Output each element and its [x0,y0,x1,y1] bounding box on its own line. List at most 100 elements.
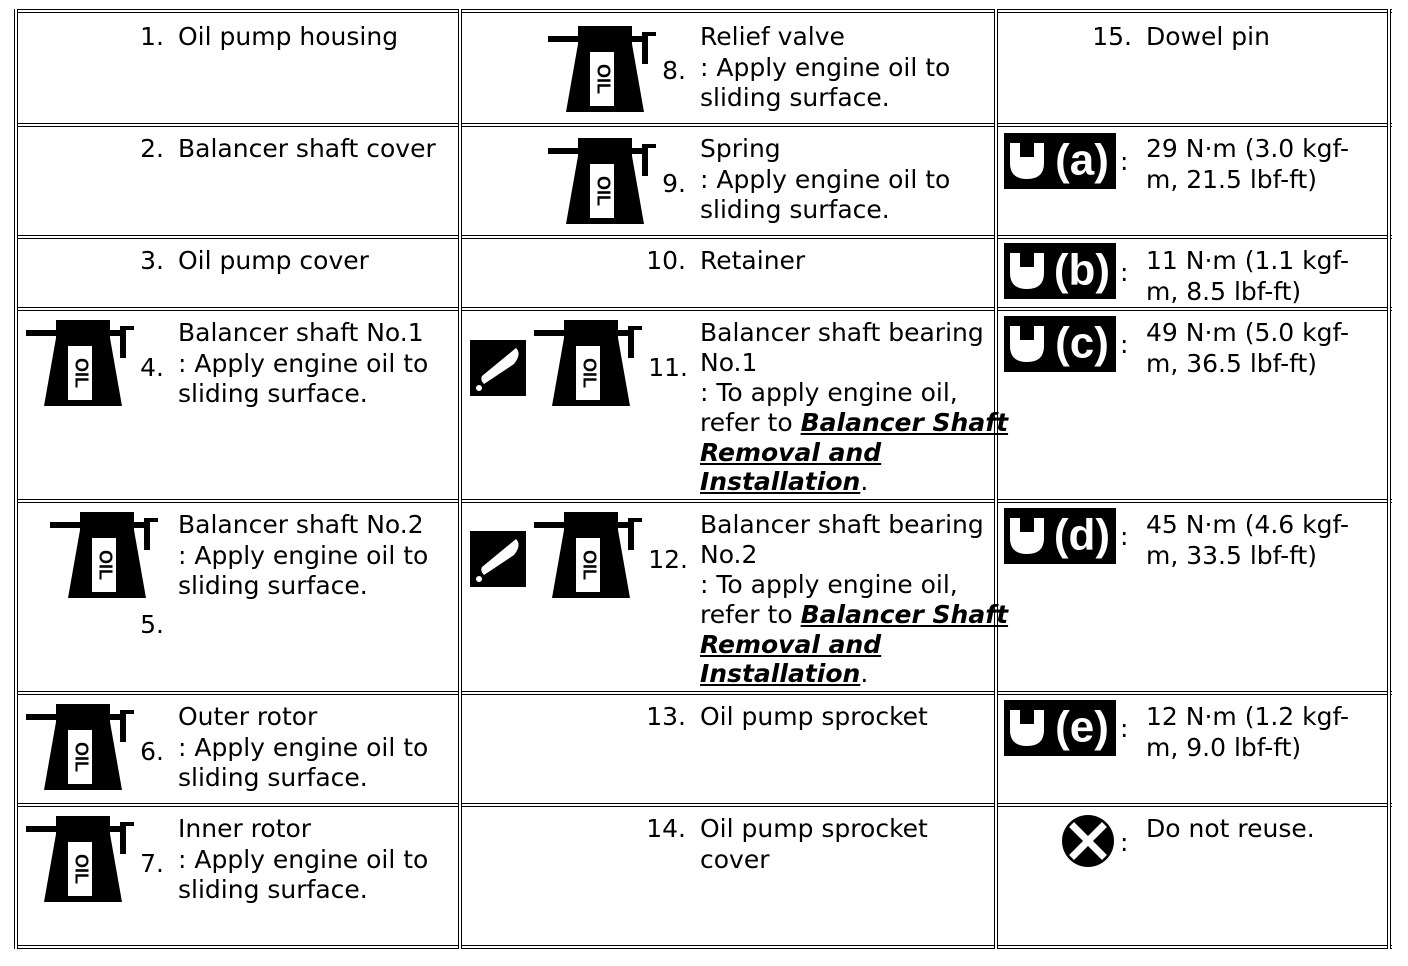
balancer-shaft-link[interactable]: Removal and [700,438,882,467]
item-label-line: 11 N·m (1.1 kgf- [1146,246,1349,275]
item-number: 9. [662,169,686,198]
balancer-shaft-link[interactable]: Removal and [700,630,882,659]
item-label-line: : Apply engine oil to [700,52,951,82]
table-rule [458,9,462,949]
balancer-shaft-link[interactable]: Balancer Shaft [800,408,1009,437]
item-label-line: sliding surface. [178,763,368,792]
item-label: Balancer shaft bearing No.2 : To apply e… [700,510,1008,688]
item-label: 12 N·m (1.2 kgf- m, 9.0 lbf-ft) [1146,702,1349,763]
item-label-line: m, 21.5 lbf-ft) [1146,164,1318,194]
item-number: 14. [646,814,686,843]
table-rule [1387,9,1391,949]
item-label-line: Balancer shaft cover [178,134,436,163]
item-label-line: 45 N·m (4.6 kgf- [1146,510,1349,539]
lubricant-spray-icon [470,340,526,396]
item-label-line: sliding surface. [700,83,890,112]
table-rule [14,691,1392,695]
oil-can-icon [534,510,646,602]
oil-can-icon [26,814,138,906]
item-label-line: Balancer shaft bearing [700,510,984,539]
item-label: Balancer shaft bearing No.1 : To apply e… [700,318,1008,496]
balancer-shaft-link[interactable]: Installation [700,467,861,496]
item-number: 1. [140,22,164,51]
item-label-line: Installation. [700,467,1008,496]
item-label-line: Removal and [700,630,1008,659]
item-number: 5. [140,610,164,639]
item-label-line: : To apply engine oil, [700,570,958,599]
item-label-line: sliding surface. [178,875,368,904]
balancer-shaft-link[interactable]: Installation [700,659,861,688]
table-rule [14,235,1392,239]
item-label-line: m, 36.5 lbf-ft) [1146,348,1318,378]
item-label-line: No.1 [700,348,758,377]
item-label-line: : Apply engine oil to [178,348,429,378]
item-label: Do not reuse. [1146,814,1315,845]
balancer-shaft-link[interactable]: Balancer Shaft [800,600,1009,629]
item-label: Oil pump sprocket [700,702,928,733]
item-number: 15. [1092,22,1132,51]
item-label: 29 N·m (3.0 kgf- m, 21.5 lbf-ft) [1146,134,1349,195]
item-label: Relief valve : Apply engine oil to slidi… [700,22,950,114]
item-number: 8. [662,56,686,85]
item-label-line: Oil pump sprocket [700,814,928,843]
torque-spec-letter: (e) [1055,703,1109,752]
item-label-line: Installation. [700,659,1008,688]
item-label-line: Do not reuse. [1146,814,1315,843]
torque-spec-letter: (c) [1055,319,1109,368]
item-label-line: : Apply engine oil to [178,844,429,874]
item-label: Inner rotor : Apply engine oil to slidin… [178,814,428,906]
item-label-line: m, 9.0 lbf-ft) [1146,732,1302,762]
item-number: 4. [140,353,164,382]
table-rule [14,499,1392,503]
item-label-line: : To apply engine oil, [700,378,958,407]
item-label-line: m, 33.5 lbf-ft) [1146,540,1318,570]
lubricant-spray-icon [470,531,526,587]
period: . [860,659,869,688]
item-label-line: Oil pump sprocket [700,702,928,731]
item-label-line: 12 N·m (1.2 kgf- [1146,702,1349,731]
refer-text: refer to [700,408,793,437]
torque-wrench-icon: (d) [1004,508,1116,564]
item-label: Balancer shaft cover [178,134,436,165]
item-number: 11. [648,353,688,382]
colon: : [1120,330,1129,359]
item-label: Oil pump sprocket cover [700,814,928,875]
item-label-line: No.2 [700,540,758,569]
item-number: 12. [648,545,688,574]
item-number: 6. [140,737,164,766]
item-number: 7. [140,849,164,878]
colon: : [1120,258,1129,287]
item-label: Oil pump housing [178,22,398,53]
oil-can-icon [26,318,138,410]
item-label-line: 49 N·m (5.0 kgf- [1146,318,1349,347]
table-rule [14,123,1392,127]
period: . [860,467,869,496]
item-label: 45 N·m (4.6 kgf- m, 33.5 lbf-ft) [1146,510,1349,571]
colon: : [1120,714,1129,743]
torque-wrench-icon: (e) [1004,700,1116,756]
colon: : [1120,522,1129,551]
item-label-line: Retainer [700,246,806,275]
item-number: 10. [646,246,686,275]
torque-wrench-icon: (b) [1004,243,1116,299]
do-not-reuse-icon [1060,813,1116,869]
torque-spec-letter: (a) [1055,136,1109,185]
item-label: Balancer shaft No.2 : Apply engine oil t… [178,510,428,602]
refer-text: refer to [700,600,793,629]
item-label-line: sliding surface. [178,571,368,600]
item-number: 2. [140,134,164,163]
item-label-line: refer to Balancer Shaft [700,408,1008,438]
table-rule [994,9,998,949]
item-label-line: 29 N·m (3.0 kgf- [1146,134,1349,163]
table-rule [14,9,1392,13]
item-label-line: Relief valve [700,22,845,51]
colon: : [1120,828,1129,857]
item-label-line: Removal and [700,438,1008,467]
item-label: Outer rotor : Apply engine oil to slidin… [178,702,428,794]
item-number: 13. [646,702,686,731]
table-rule [14,307,1392,311]
oil-can-icon [534,318,646,410]
item-label-line: Oil pump housing [178,22,399,51]
item-label-line: cover [700,844,770,874]
